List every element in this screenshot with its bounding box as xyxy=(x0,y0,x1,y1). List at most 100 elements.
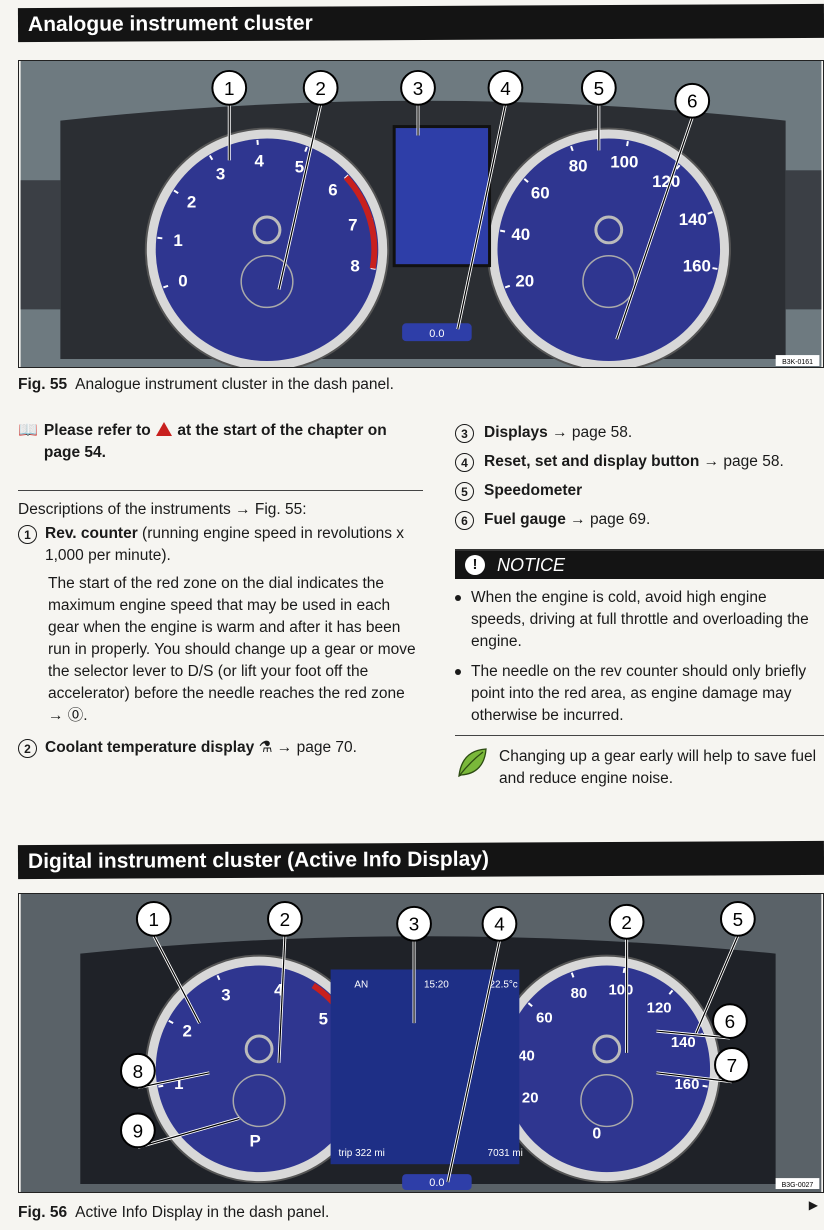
digital-speedometer-label: 20 xyxy=(522,1091,539,1107)
caption-label: Fig. 56 xyxy=(18,1204,68,1221)
callout-number: 4 xyxy=(494,914,505,935)
callout-leader xyxy=(278,935,286,1063)
speedometer-tick xyxy=(523,178,529,183)
rev-counter-tick xyxy=(163,284,169,289)
callout-leader xyxy=(656,1030,730,1039)
speedometer-subdial xyxy=(582,254,636,309)
digital-rev-counter-face xyxy=(155,965,363,1173)
digital-speedometer-label: 160 xyxy=(675,1077,700,1093)
rev-counter-label: 8 xyxy=(350,256,359,275)
callout-marker xyxy=(608,903,645,940)
callout-number: 6 xyxy=(687,91,697,112)
digital-rev-counter-label: 3 xyxy=(221,985,230,1004)
item-number: 5 xyxy=(455,482,474,501)
callout-leader xyxy=(457,104,507,330)
display-temperature: 22.5°c xyxy=(490,979,518,990)
digital-speedometer-label: 140 xyxy=(671,1035,696,1051)
refer-text-2: at the start of the chapter on page 54. xyxy=(43,422,387,461)
callout-marker xyxy=(674,82,711,119)
button-value: 0.0 xyxy=(429,328,444,340)
speedometer-label: 60 xyxy=(531,183,550,202)
left-vent xyxy=(20,180,61,310)
callout-marker xyxy=(487,69,524,106)
callout-leader xyxy=(278,104,322,290)
left-column: 📖 Please refer to at the start of the ch… xyxy=(18,420,423,759)
rev-counter-label: 0 xyxy=(178,271,187,290)
rev-counter-tick xyxy=(208,154,214,161)
callout-number: 3 xyxy=(409,914,420,935)
figure-code-box xyxy=(775,355,820,367)
speedometer-label: 140 xyxy=(679,210,707,229)
callout-marker xyxy=(580,69,617,106)
rev-counter-label: 3 xyxy=(216,164,225,183)
callout-marker xyxy=(719,900,756,937)
speedometer-label: 40 xyxy=(511,225,530,244)
rev-counter-label: 5 xyxy=(295,157,304,176)
section-title-analogue: Analogue instrument cluster xyxy=(17,3,824,43)
figure-code-box xyxy=(775,1178,820,1190)
speedometer-hub xyxy=(594,215,624,245)
refer-warning: 📖 Please refer to at the start of the ch… xyxy=(18,420,423,464)
item-title: Reset, set and display button xyxy=(484,453,700,470)
rev-counter-subdial xyxy=(240,254,294,309)
callout-number: 8 xyxy=(133,1061,144,1082)
digital-rev-counter-tick xyxy=(168,1019,174,1025)
item-text: → page 58. xyxy=(547,424,633,441)
rev-counter-label: 2 xyxy=(187,193,196,212)
item-speedometer: 5 Speedometer xyxy=(455,480,824,502)
button-value: 0.0 xyxy=(429,1177,444,1189)
speedometer-face xyxy=(497,138,721,362)
callout-number: 6 xyxy=(725,1011,736,1032)
callout-leader xyxy=(447,940,501,1183)
callout-leader xyxy=(137,1072,210,1089)
digital-rev-counter-subdial xyxy=(232,1074,286,1128)
bullet-text: When the engine is cold, avoid high engi… xyxy=(471,589,809,650)
digital-speedometer-subdial xyxy=(580,1074,634,1128)
item-text: → page 70. xyxy=(272,739,357,756)
callout-number: 9 xyxy=(133,1120,144,1141)
speedometer-tick xyxy=(675,164,681,170)
callout-number: 5 xyxy=(733,909,744,930)
item-text: → page 58. xyxy=(699,453,784,470)
item-text: (running engine speed in revolutions x 1… xyxy=(45,525,405,564)
callout-marker xyxy=(396,905,432,942)
caption-label: Fig. 55 xyxy=(18,376,68,393)
digital-speedometer-label: 40 xyxy=(518,1049,535,1065)
digital-speedometer-hub xyxy=(592,1034,622,1064)
item-rev-counter: 1 Rev. counter (running engine speed in … xyxy=(18,523,423,567)
refer-text: Please refer to xyxy=(43,422,151,439)
next-page-arrow-icon: ▶ xyxy=(808,1198,818,1212)
rev-counter-face xyxy=(155,138,379,362)
reset-button xyxy=(402,1174,472,1191)
callout-marker xyxy=(267,900,303,937)
callout-number: 3 xyxy=(413,78,424,99)
callout-number: 1 xyxy=(149,909,160,930)
display-trip: trip 322 mi xyxy=(339,1148,385,1159)
speedometer-tick xyxy=(504,284,511,289)
digital-rev-counter-hub xyxy=(244,1034,274,1064)
figure-code: B3K-0161 xyxy=(782,359,813,366)
speedometer-tick xyxy=(570,145,574,152)
coolant-icon: ⚗ xyxy=(254,739,273,756)
caption-text: Active Info Display in the dash panel. xyxy=(75,1204,330,1221)
speed-readout: 0 xyxy=(592,1125,601,1142)
rev-counter-red-zone xyxy=(343,175,378,269)
digital-speedometer-tick xyxy=(668,989,674,995)
speedometer-tick xyxy=(499,229,506,233)
callout-marker xyxy=(400,69,436,106)
speedometer-tick xyxy=(626,140,629,147)
leaf-icon xyxy=(458,748,487,778)
eco-tip: Changing up a gear early will help to sa… xyxy=(455,746,824,790)
callout-marker xyxy=(714,1046,750,1083)
callout-marker xyxy=(302,69,339,106)
reset-button xyxy=(402,323,472,342)
rev-counter-tick xyxy=(157,236,163,240)
figure-56-caption: Fig. 56 Active Info Display in the dash p… xyxy=(18,1204,329,1222)
item-title: Displays xyxy=(484,424,548,441)
digital-speedometer-tick xyxy=(622,967,626,974)
caption-text: Analogue instrument cluster in the dash … xyxy=(75,376,394,393)
digital-rev-counter-tick xyxy=(216,974,221,981)
rev-counter-hub xyxy=(252,215,282,245)
callout-marker xyxy=(712,1003,748,1040)
descriptions-intro: Descriptions of the instruments → Fig. 5… xyxy=(18,501,307,518)
